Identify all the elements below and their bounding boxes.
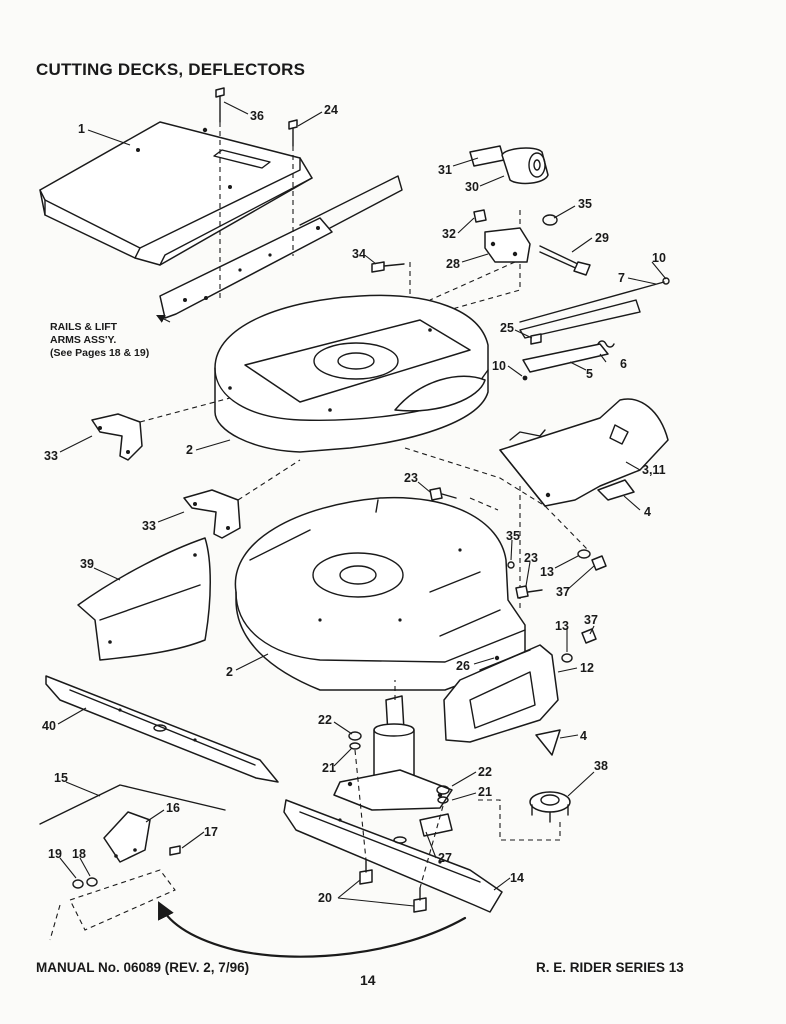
callout-10-mid: 10: [492, 359, 506, 373]
manual-number: MANUAL No. 06089 (REV. 2, 7/96): [36, 960, 250, 975]
bolt-24: [288, 119, 298, 147]
roller-31-30: [469, 145, 549, 185]
top-cover-plate: [39, 121, 313, 266]
callout-21-left: 21: [322, 761, 336, 775]
rails-note: RAILS & LIFT ARMS ASS'Y. (See Pages 18 &…: [50, 321, 149, 359]
callout-labels: 1 36 24 31 30 35 32 29 28 34 10 7 25 6 1…: [42, 103, 666, 905]
spindle-assembly: [333, 695, 453, 837]
discharge-chute-12: [443, 644, 559, 743]
callout-33-upper: 33: [44, 449, 58, 463]
callout-22-right: 22: [478, 765, 492, 779]
callout-13-upper: 13: [540, 565, 554, 579]
callout-27: 27: [438, 851, 452, 865]
upper-deck-housing: [214, 294, 489, 453]
series-label: R. E. RIDER SERIES 13: [536, 960, 684, 975]
blade-40: [45, 675, 279, 783]
callout-31: 31: [438, 163, 452, 177]
hub-38: [529, 791, 571, 823]
callout-24: 24: [324, 103, 338, 117]
note-line-2: ARMS ASS'Y.: [50, 334, 116, 346]
callout-23-mid: 23: [524, 551, 538, 565]
callout-20: 20: [318, 891, 332, 905]
rod-7: [519, 277, 670, 339]
callout-14: 14: [510, 871, 524, 885]
shield-4-lower: [535, 729, 561, 756]
callout-6: 6: [620, 357, 627, 371]
callout-22-left: 22: [318, 713, 332, 727]
callout-2-lower: 2: [226, 665, 233, 679]
shield-4-upper: [597, 479, 635, 501]
blade-14: [283, 799, 503, 913]
page-number: 14: [360, 972, 376, 988]
callout-40: 40: [42, 719, 56, 733]
leader-lines: [57, 101, 667, 907]
callout-32: 32: [442, 227, 456, 241]
callout-38: 38: [594, 759, 608, 773]
callout-30: 30: [465, 180, 479, 194]
callout-25: 25: [500, 321, 514, 335]
callout-15: 15: [54, 771, 68, 785]
callout-35-mid: 35: [506, 529, 520, 543]
callout-21-right: 21: [478, 785, 492, 799]
callout-39: 39: [80, 557, 94, 571]
callout-29: 29: [595, 231, 609, 245]
callout-7: 7: [618, 271, 625, 285]
callout-12: 12: [580, 661, 594, 675]
page-title: CUTTING DECKS, DEFLECTORS: [36, 60, 306, 79]
bolt-36: [215, 87, 225, 123]
callout-4-upper: 4: [644, 505, 651, 519]
callout-16: 16: [166, 801, 180, 815]
detail-15: [39, 784, 226, 941]
note-line-3: (See Pages 18 & 19): [50, 347, 149, 359]
callout-4-lower: 4: [580, 729, 587, 743]
deflector-3-11: [499, 398, 669, 507]
callout-26: 26: [456, 659, 470, 673]
callout-34: 34: [352, 247, 366, 261]
callout-37-upper: 37: [556, 585, 570, 599]
callout-3-11: 3,11: [642, 463, 666, 477]
callout-28: 28: [446, 257, 460, 271]
screw-23-upper: [429, 487, 457, 501]
screw-34: [371, 261, 405, 273]
hardware-upper-right: [507, 549, 607, 663]
lower-deck: [234, 496, 526, 691]
callout-10-top: 10: [652, 251, 666, 265]
detail-arrow: [158, 901, 467, 958]
callout-5: 5: [586, 367, 593, 381]
callout-18: 18: [72, 847, 86, 861]
callout-33-lower: 33: [142, 519, 156, 533]
bracket-33-upper: [91, 413, 143, 461]
callout-19: 19: [48, 847, 62, 861]
note-line-1: RAILS & LIFT: [50, 321, 118, 333]
callout-2-upper: 2: [186, 443, 193, 457]
callout-37-lower: 37: [584, 613, 598, 627]
bracket-28: [473, 209, 591, 276]
bracket-33-lower: [183, 489, 241, 539]
hinge-plate-5: [522, 333, 615, 381]
callout-23-upper: 23: [404, 471, 418, 485]
side-shield-39: [77, 537, 211, 661]
callout-13-lower: 13: [555, 619, 569, 633]
callout-17: 17: [204, 825, 218, 839]
callout-36: 36: [250, 109, 264, 123]
callout-35-top: 35: [578, 197, 592, 211]
callout-1: 1: [78, 122, 85, 136]
